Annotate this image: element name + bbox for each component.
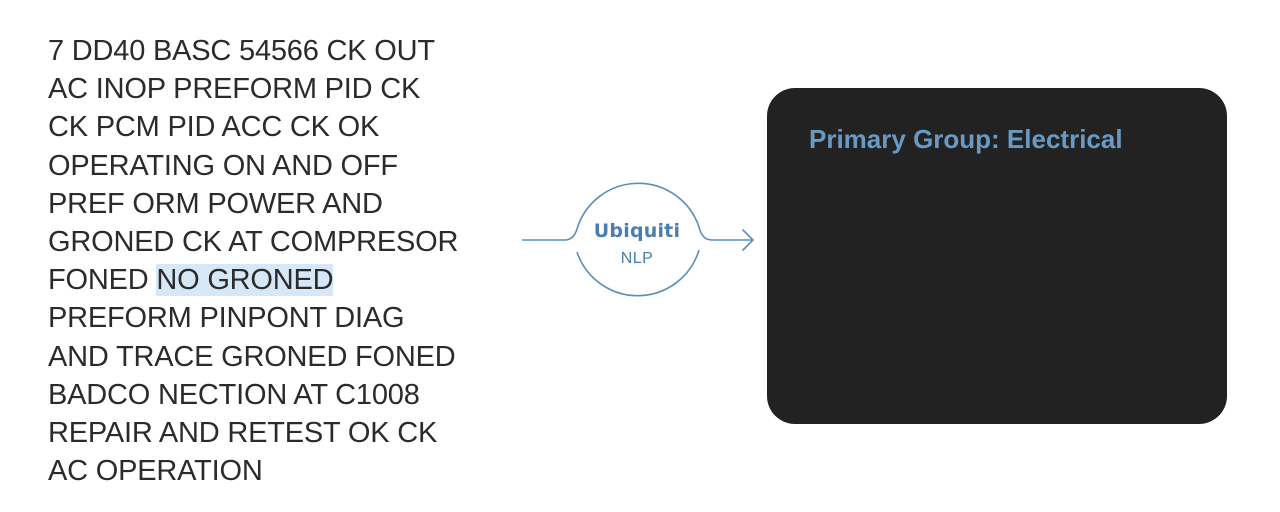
note-line-4: OPERATING ON AND OFF: [48, 149, 398, 182]
note-line-8: PREFORM PINPONT DIAG: [48, 302, 405, 335]
highlighted-phrase: NO GRONED: [156, 264, 334, 297]
note-line-7-start: FONED: [48, 264, 157, 297]
note-line-7: FONED NO GRONED: [48, 261, 518, 299]
note-line-12: AC OPERATION: [48, 455, 263, 488]
note-line-11: REPAIR AND RETEST OK CK: [48, 417, 438, 450]
note-line-6: GRONED CK AT COMPRESOR: [48, 226, 459, 259]
nlp-circle-top-arc: [576, 182, 700, 230]
note-line-2: AC INOP PREFORM PID CK: [48, 73, 421, 106]
arrow-right-icon: [742, 229, 754, 251]
input-connector-line: [522, 228, 578, 241]
note-line-9: AND TRACE GRONED FONED: [48, 340, 456, 373]
result-primary-group: Primary Group: Electrical: [809, 124, 1123, 154]
input-note-text: 7 DD40 BASC 54566 CK OUT AC INOP PREFORM…: [48, 32, 518, 490]
note-line-1: 7 DD40 BASC 54566 CK OUT: [48, 35, 435, 67]
nlp-circle-bottom-arc: [576, 249, 700, 297]
note-line-5: PREF ORM POWER AND: [48, 187, 383, 220]
result-panel: Primary Group: Electrical: [767, 88, 1227, 424]
note-line-10: BADCO NECTION AT C1008: [48, 378, 420, 411]
note-line-3: CK PCM PID ACC CK OK: [48, 111, 380, 144]
nlp-brand-label: Ubiquiti: [593, 220, 681, 242]
nlp-subtitle-label: NLP: [620, 250, 654, 267]
output-connector-line: [698, 226, 752, 241]
